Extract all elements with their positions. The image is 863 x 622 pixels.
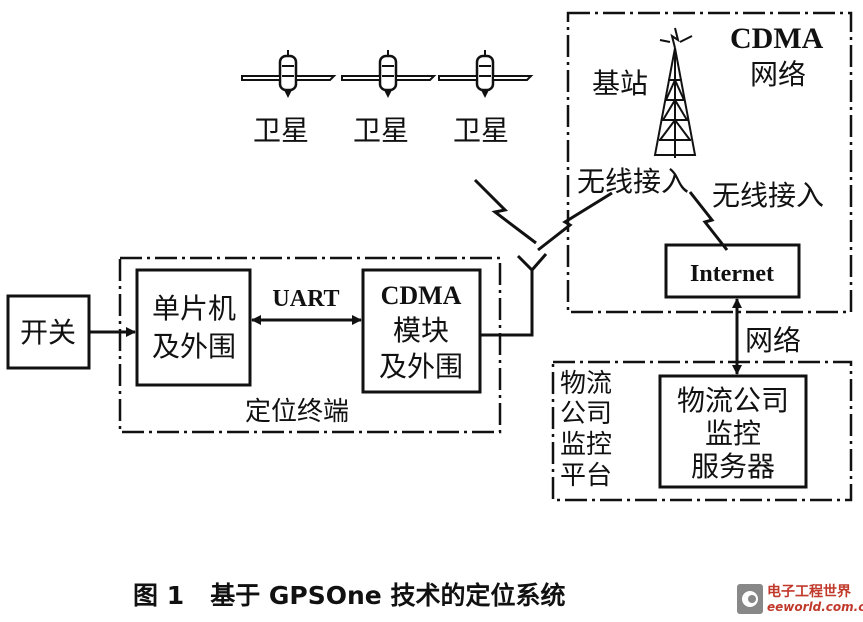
cdma-module-label: CDMA bbox=[381, 281, 462, 310]
platform-label: 监控 bbox=[560, 430, 612, 460]
cdma-network-group bbox=[566, 11, 853, 314]
cdma-network-title: CDMA bbox=[730, 22, 824, 55]
cdma-module-box bbox=[361, 268, 482, 394]
platform-label: 公司 bbox=[560, 399, 612, 429]
cdma-network-subtitle: 网络 bbox=[750, 58, 806, 91]
svg-text:电子工程世界: 电子工程世界 bbox=[767, 583, 852, 600]
eeworld-logo: 电子工程世界 eeworld.com.cn bbox=[737, 583, 863, 614]
positioning-terminal-group bbox=[118, 256, 502, 434]
figure-caption: 图 1 基于 GPSOne 技术的定位系统 bbox=[133, 581, 565, 610]
monitoring-platform-group bbox=[551, 360, 853, 502]
internet-label: Internet bbox=[690, 261, 774, 287]
server-label: 物流公司 bbox=[677, 384, 789, 417]
satellite-label: 卫星 bbox=[253, 114, 309, 147]
cdma-module-label: 及外围 bbox=[379, 350, 463, 383]
base-station-label: 基站 bbox=[592, 67, 648, 100]
internet-box bbox=[664, 243, 801, 299]
wireless-access-label: 无线接入 bbox=[577, 165, 689, 198]
platform-label: 平台 bbox=[560, 461, 612, 491]
satellite-icon bbox=[240, 48, 336, 100]
satellite-icon bbox=[340, 48, 436, 100]
satellite-icon bbox=[437, 48, 533, 100]
network-label: 网络 bbox=[745, 324, 801, 357]
platform-label: 物流 bbox=[560, 369, 612, 399]
svg-text:eeworld.com.cn: eeworld.com.cn bbox=[767, 600, 863, 614]
mcu-box bbox=[135, 268, 252, 387]
cdma-module-label: 模块 bbox=[393, 314, 449, 347]
switch-label: 开关 bbox=[20, 316, 76, 349]
server-box bbox=[658, 374, 808, 489]
uart-label: UART bbox=[272, 286, 339, 312]
positioning-terminal-label: 定位终端 bbox=[245, 397, 349, 427]
satellite-label: 卫星 bbox=[353, 114, 409, 147]
server-label: 监控 bbox=[705, 417, 761, 450]
wireless-link-icon bbox=[473, 178, 729, 252]
server-label: 服务器 bbox=[691, 450, 775, 483]
base-station-tower-icon bbox=[653, 27, 697, 158]
antenna-icon bbox=[480, 253, 548, 337]
wireless-access-label: 无线接入 bbox=[712, 179, 824, 212]
mcu-label: 及外围 bbox=[152, 330, 236, 363]
mcu-label: 单片机 bbox=[152, 292, 236, 325]
satellite-label: 卫星 bbox=[453, 114, 509, 147]
